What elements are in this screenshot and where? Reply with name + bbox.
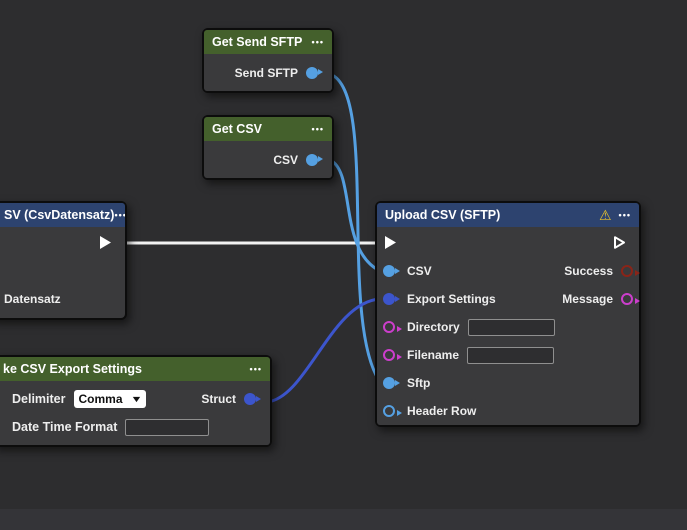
output-pin-struct[interactable] bbox=[244, 393, 261, 405]
input-pin-directory[interactable] bbox=[383, 321, 402, 333]
node-make-csv-export-settings[interactable]: ke CSV Export Settings ••• Delimiter Com… bbox=[0, 355, 272, 447]
canvas-bottom-strip bbox=[0, 509, 687, 530]
input-pin-sftp[interactable] bbox=[383, 377, 400, 389]
node-menu-button[interactable]: ••• bbox=[249, 364, 262, 374]
input-pin-filename[interactable] bbox=[383, 349, 402, 361]
port-label: Message bbox=[562, 292, 613, 306]
port-label: Datensatz bbox=[4, 292, 61, 306]
node-menu-button[interactable]: ••• bbox=[311, 37, 324, 47]
node-title: Get CSV bbox=[212, 122, 263, 136]
delimiter-select-value: Comma bbox=[78, 392, 123, 406]
field-label: Delimiter bbox=[12, 392, 66, 406]
node-header[interactable]: ke CSV Export Settings ••• bbox=[0, 357, 270, 381]
node-menu-button[interactable]: ••• bbox=[618, 210, 631, 220]
port-label: Export Settings bbox=[407, 292, 496, 306]
output-pin-csv[interactable] bbox=[306, 153, 323, 166]
exec-in-pin[interactable] bbox=[383, 234, 398, 251]
port-label: Struct bbox=[201, 392, 236, 406]
port-label: CSV bbox=[407, 264, 432, 278]
node-get-csv[interactable]: Get CSV ••• CSV bbox=[202, 115, 334, 180]
warning-icon[interactable]: ⚠ bbox=[598, 207, 612, 223]
output-pin-message[interactable] bbox=[621, 293, 640, 305]
input-pin-export-settings[interactable] bbox=[383, 293, 400, 305]
port-label: Send SFTP bbox=[234, 65, 298, 80]
wire-struct-to-exportsettings[interactable] bbox=[265, 297, 382, 404]
node-menu-button[interactable]: ••• bbox=[311, 124, 324, 134]
node-title: Get Send SFTP bbox=[212, 35, 303, 49]
node-header[interactable]: Get CSV ••• bbox=[204, 117, 332, 141]
delimiter-select[interactable]: Comma ▼ bbox=[73, 390, 146, 408]
node-title: SV (CsvDatensatz) bbox=[4, 208, 115, 222]
exec-out-pin[interactable] bbox=[612, 234, 627, 251]
wire-csv-to-csv[interactable] bbox=[328, 158, 382, 273]
node-title: Upload CSV (SFTP) bbox=[385, 208, 501, 222]
node-header[interactable]: SV (CsvDatensatz) ••• bbox=[0, 203, 125, 227]
field-label: Date Time Format bbox=[12, 420, 118, 434]
node-menu-button[interactable]: ••• bbox=[114, 210, 125, 220]
input-pin-csv[interactable] bbox=[383, 265, 400, 277]
node-upload-csv-sftp[interactable]: Upload CSV (SFTP) ⚠ ••• CSV bbox=[375, 201, 641, 427]
port-label: Filename bbox=[407, 348, 460, 362]
node-get-send-sftp[interactable]: Get Send SFTP ••• Send SFTP bbox=[202, 28, 334, 93]
date-time-format-input[interactable] bbox=[125, 418, 210, 436]
port-label: Sftp bbox=[407, 376, 431, 390]
port-label: Header Row bbox=[407, 404, 477, 418]
chevron-down-icon: ▼ bbox=[129, 394, 143, 404]
output-pin-success[interactable] bbox=[621, 265, 640, 277]
node-header[interactable]: Upload CSV (SFTP) ⚠ ••• bbox=[377, 203, 639, 227]
output-pin-send-sftp[interactable] bbox=[306, 66, 323, 79]
port-label: CSV bbox=[273, 152, 298, 167]
wire-sendsftp-to-sftp[interactable] bbox=[328, 72, 382, 384]
exec-out-pin[interactable] bbox=[98, 234, 113, 251]
port-label: Directory bbox=[407, 320, 460, 334]
node-title: ke CSV Export Settings bbox=[3, 362, 142, 376]
directory-input[interactable] bbox=[467, 318, 555, 336]
node-header[interactable]: Get Send SFTP ••• bbox=[204, 30, 332, 54]
node-csv-datensatz[interactable]: SV (CsvDatensatz) ••• Datensatz bbox=[0, 201, 127, 320]
input-pin-header-row[interactable] bbox=[383, 405, 402, 417]
port-label: Success bbox=[564, 264, 613, 278]
filename-input[interactable] bbox=[467, 346, 555, 364]
